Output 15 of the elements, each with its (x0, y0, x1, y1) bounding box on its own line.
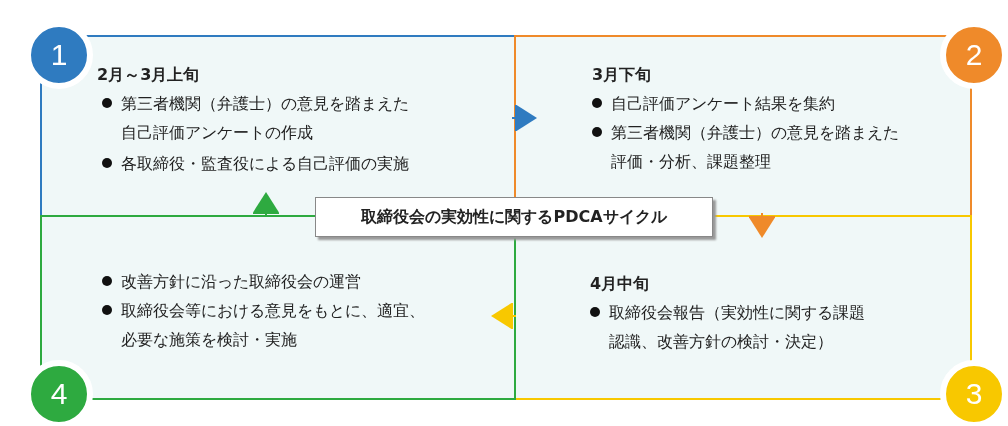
title-box: 取締役会の実効性に関するPDCAサイクル (315, 197, 713, 237)
bullet-text: 第三者機関（弁護士）の意見を踏まえた評価・分析、課題整理 (611, 122, 900, 173)
period-heading: 4月中旬 (590, 274, 650, 295)
period-heading: 2月～3月上旬 (97, 65, 200, 86)
period-heading: 3月下旬 (592, 65, 652, 86)
flow-arrow (252, 192, 280, 218)
flow-arrow (748, 212, 776, 238)
flow-arrow (511, 104, 537, 132)
bullet-text: 取締役会等における意見をもとに、適宜、必要な施策を検討・実施 (121, 300, 426, 351)
flow-arrow (491, 302, 517, 330)
bullet-text: 取締役会報告（実効性に関する課題認識、改善方針の検討・決定） (609, 302, 866, 353)
bullet-text: 改善方針に沿った取締役会の運営 (121, 271, 362, 293)
bullet-text: 各取締役・監査役による自己評価の実施 (121, 153, 410, 175)
bullet-text: 第三者機関（弁護士）の意見を踏まえた自己評価アンケートの作成 (121, 93, 410, 144)
bullet-text: 自己評価アンケート結果を集約 (611, 93, 836, 115)
